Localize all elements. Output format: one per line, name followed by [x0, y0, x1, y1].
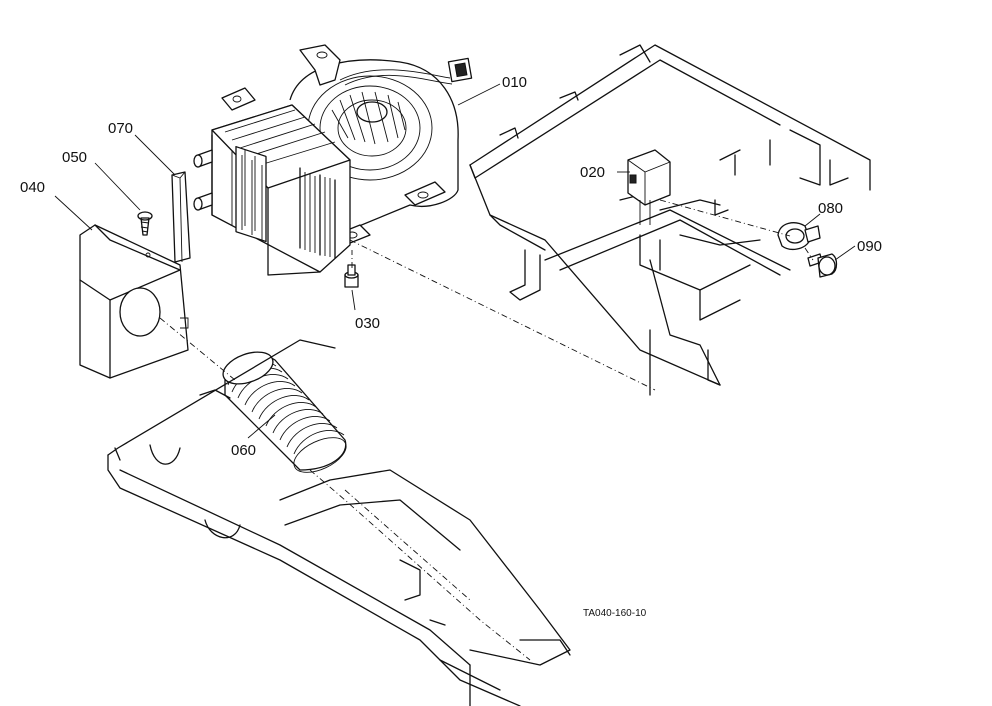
- label-040: 040: [20, 179, 45, 196]
- screw-050: [137, 211, 153, 236]
- sponge-seal: [171, 171, 191, 263]
- label-050: 050: [62, 149, 87, 166]
- blower-unit: [193, 44, 473, 276]
- label-020: 020: [580, 164, 605, 181]
- floor-panel: [107, 339, 571, 706]
- switch-080: [777, 222, 821, 251]
- bolt-030: [344, 264, 359, 288]
- frame-assembly: [469, 44, 871, 396]
- label-030: 030: [355, 315, 380, 332]
- label-090: 090: [857, 238, 882, 255]
- alignment-lines: [159, 199, 814, 661]
- label-010: 010: [502, 74, 527, 91]
- label-060: 060: [231, 442, 256, 459]
- duct-hose: [222, 351, 347, 473]
- duct-cover: [79, 224, 189, 379]
- part-labels: 010 020 030 040 050 060 070 080 090 TA04…: [20, 74, 882, 619]
- bolt-090: [807, 253, 838, 278]
- label-080: 080: [818, 200, 843, 217]
- label-070: 070: [108, 120, 133, 137]
- drawing-code: TA040-160-10: [583, 608, 647, 619]
- leader-lines: [54, 83, 856, 439]
- relay: [627, 149, 671, 225]
